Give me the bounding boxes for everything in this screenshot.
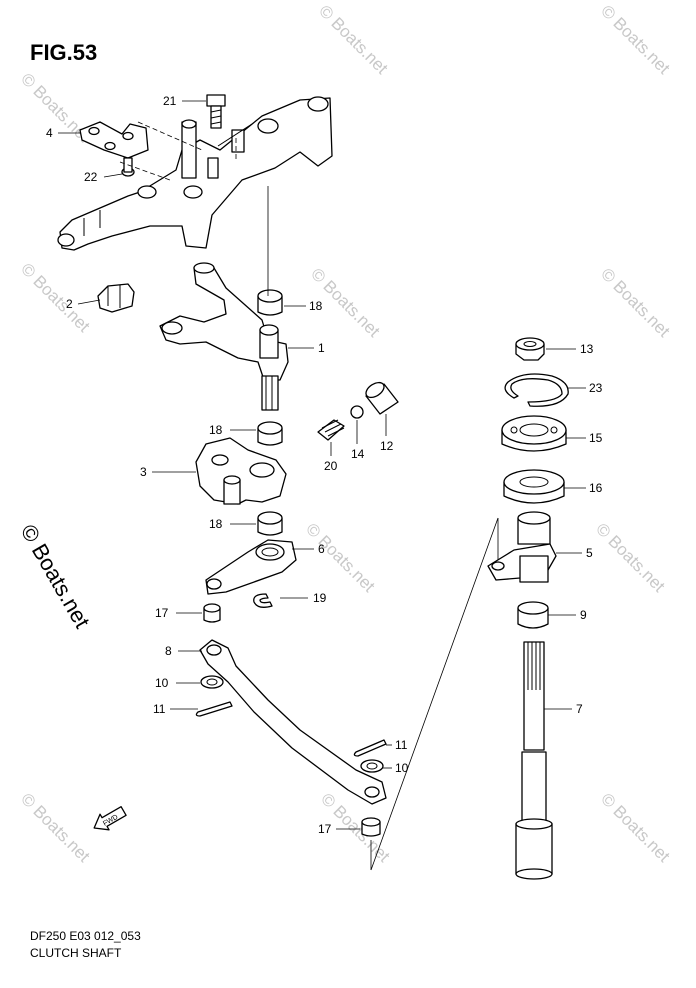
callout-11: 11 xyxy=(395,738,408,752)
watermark-large: © Boats.net xyxy=(16,520,95,632)
assembly-lines xyxy=(119,121,499,871)
cam-housing-3 xyxy=(195,437,287,505)
callout-16: 16 xyxy=(589,481,603,495)
callout-5: 5 xyxy=(586,546,593,560)
callout-7: 7 xyxy=(576,702,583,716)
callout-18: 18 xyxy=(209,517,223,531)
clip-2 xyxy=(97,283,135,313)
washer-17-upper xyxy=(203,603,221,623)
watermark: © Boats.net xyxy=(302,519,379,596)
callout-9: 9 xyxy=(580,608,587,622)
lever-6 xyxy=(205,539,297,595)
callout-14: 14 xyxy=(351,447,365,461)
link-arm-8 xyxy=(199,639,387,805)
plate-4 xyxy=(79,121,149,159)
callout-17: 17 xyxy=(155,606,169,620)
callout-1: 1 xyxy=(318,341,325,355)
callout-13: 13 xyxy=(580,342,594,356)
cotter-pin-11-right xyxy=(353,739,387,757)
callout-20: 20 xyxy=(324,459,338,473)
callout-2: 2 xyxy=(66,297,73,311)
callout-labels: 21 4 22 2 18 1 18 3 20 14 12 18 6 19 17 … xyxy=(46,94,603,836)
callout-8: 8 xyxy=(165,644,172,658)
callout-19: 19 xyxy=(313,591,327,605)
bolt-21 xyxy=(206,94,226,129)
watermark: © Boats.net xyxy=(597,789,674,866)
callout-4: 4 xyxy=(46,126,53,140)
callout-10: 10 xyxy=(155,676,169,690)
e-clip-19 xyxy=(253,593,273,608)
callout-17: 17 xyxy=(318,822,332,836)
callout-6: 6 xyxy=(318,542,325,556)
watermark: © Boats.net xyxy=(17,259,94,336)
shift-bracket xyxy=(57,96,333,251)
bearing-16 xyxy=(503,469,565,504)
spring-20 xyxy=(317,419,345,441)
plug-13 xyxy=(515,337,545,361)
bearing-15 xyxy=(501,415,567,452)
washer-10-right xyxy=(360,759,384,773)
forward-direction-arrow: FWD xyxy=(93,806,127,831)
callout-21: 21 xyxy=(163,94,177,108)
callout-18: 18 xyxy=(309,299,323,313)
snap-ring-23 xyxy=(504,373,569,407)
clutch-shaft-7 xyxy=(515,641,553,880)
figure-footer: DF250 E03 012_053 CLUTCH SHAFT xyxy=(30,928,141,962)
bushing-18-middle xyxy=(257,421,283,446)
leader-22 xyxy=(103,173,123,178)
watermark: © Boats.net xyxy=(17,789,94,866)
figure-name: CLUTCH SHAFT xyxy=(30,946,122,960)
shift-cam-5 xyxy=(487,511,557,583)
shift-lever-1 xyxy=(159,262,289,411)
watermark: © Boats.net xyxy=(592,519,669,596)
figure-code: DF250 E03 012_053 xyxy=(30,929,141,943)
callout-23: 23 xyxy=(589,381,603,395)
callout-leaders xyxy=(58,100,586,830)
bushing-18-lower xyxy=(257,511,283,536)
ball-14 xyxy=(350,405,364,419)
callout-22: 22 xyxy=(84,170,98,184)
bushing-18-top xyxy=(257,289,283,316)
cotter-pin-11-left xyxy=(195,701,233,717)
callout-3: 3 xyxy=(140,465,147,479)
figure-title: FIG.53 xyxy=(30,40,98,65)
washer-17-lower xyxy=(361,817,381,837)
callout-10: 10 xyxy=(395,761,409,775)
callout-11: 11 xyxy=(153,702,166,716)
watermark: © Boats.net xyxy=(597,264,674,341)
bushing-9 xyxy=(517,601,549,629)
washer-10-left xyxy=(200,675,224,689)
screw-22 xyxy=(121,157,135,177)
watermark: © Boats.net xyxy=(597,1,674,78)
sleeve-12 xyxy=(365,381,399,415)
watermark: © Boats.net xyxy=(315,1,392,78)
callout-12: 12 xyxy=(380,439,394,453)
callout-15: 15 xyxy=(589,431,603,445)
leader-2 xyxy=(77,299,101,305)
callout-18: 18 xyxy=(209,423,223,437)
